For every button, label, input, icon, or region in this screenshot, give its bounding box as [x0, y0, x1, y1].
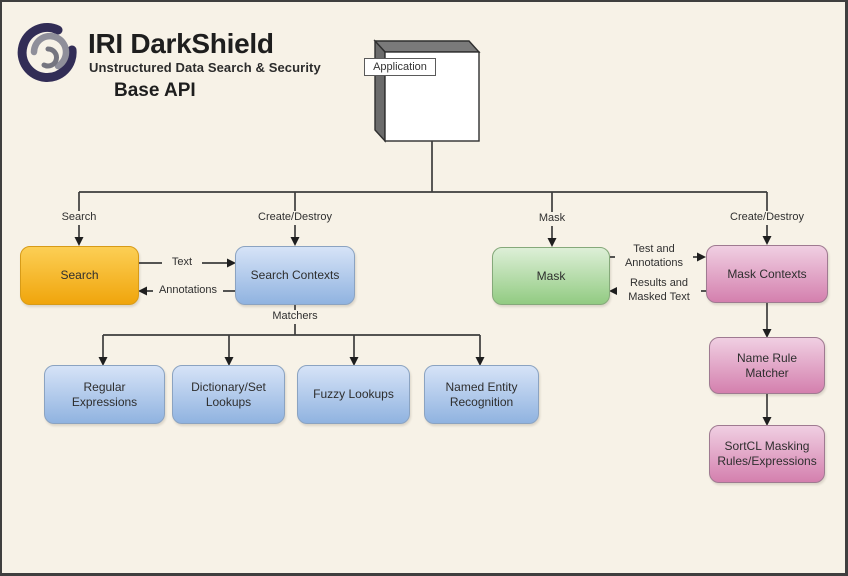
node-search-contexts-label: Search Contexts	[250, 268, 340, 282]
edge-label-search: Search	[57, 211, 101, 225]
node-name-rule-matcher: Name Rule Matcher	[709, 337, 825, 394]
node-mask-contexts-label: Mask Contexts	[727, 266, 807, 281]
node-regular-expressions-label: Regular Expressions	[71, 379, 138, 409]
node-regular-expressions: Regular Expressions	[44, 365, 165, 424]
edge-label-matchers: Matchers	[268, 310, 322, 324]
edge-label-results-and-masked-text: Results and Masked Text	[617, 277, 701, 305]
node-sortcl-masking-rules-label: SortCL Masking Rules/Expressions	[717, 439, 817, 468]
node-name-rule-matcher-label: Name Rule Matcher	[736, 350, 798, 380]
edge-label-annotations: Annotations	[153, 284, 223, 298]
node-sortcl-masking-rules: SortCL Masking Rules/Expressions	[709, 425, 825, 483]
node-fuzzy-lookups: Fuzzy Lookups	[297, 365, 410, 424]
node-search-label: Search	[60, 268, 99, 282]
node-dictionary-set-lookups-label: Dictionary/Set Lookups	[191, 379, 266, 409]
brand-tagline: Unstructured Data Search & Security	[89, 60, 321, 75]
application-node	[373, 39, 481, 143]
darkshield-swirl-logo-icon	[17, 23, 77, 82]
node-search: Search	[20, 246, 139, 305]
node-mask: Mask	[492, 247, 610, 305]
node-mask-contexts: Mask Contexts	[706, 245, 828, 303]
node-named-entity-recognition: Named Entity Recognition	[424, 365, 539, 424]
node-mask-label: Mask	[536, 268, 566, 283]
page-title: Base API	[114, 80, 196, 101]
node-fuzzy-lookups-label: Fuzzy Lookups	[313, 387, 394, 401]
node-search-contexts: Search Contexts	[235, 246, 355, 305]
node-named-entity-recognition-label: Named Entity Recognition	[445, 379, 518, 409]
edge-label-text: Text	[162, 256, 202, 270]
edge-label-create-destroy-right: Create/Destroy	[727, 211, 807, 225]
application-node-label: Application	[364, 58, 436, 76]
edge-label-test-and-annotations: Test and Annotations	[615, 243, 693, 271]
node-dictionary-set-lookups: Dictionary/Set Lookups	[172, 365, 285, 424]
edge-label-mask: Mask	[534, 212, 570, 226]
edge-label-create-destroy-left: Create/Destroy	[255, 211, 335, 225]
brand-title: IRI DarkShield	[88, 28, 274, 59]
